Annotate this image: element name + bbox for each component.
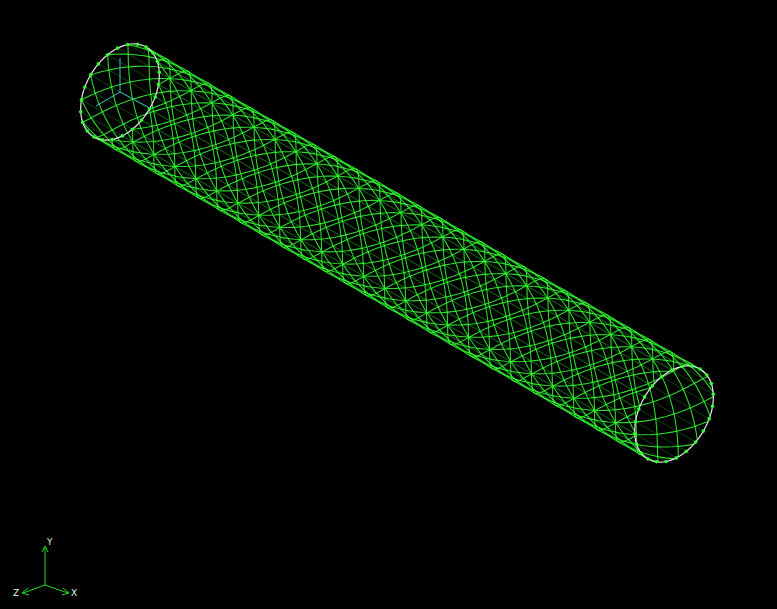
helical-wire bbox=[91, 75, 641, 452]
end-node bbox=[110, 138, 114, 142]
end-node bbox=[156, 60, 160, 64]
end-node bbox=[702, 429, 706, 433]
end-node bbox=[712, 393, 716, 397]
longitudinal-wire bbox=[91, 75, 645, 397]
axis-label: X bbox=[71, 588, 77, 598]
end-node bbox=[651, 384, 655, 388]
end-node bbox=[634, 420, 638, 424]
end-node bbox=[136, 42, 140, 46]
end-node bbox=[116, 46, 120, 50]
end-node bbox=[655, 460, 659, 464]
helical-wire bbox=[146, 47, 654, 384]
end-node bbox=[97, 62, 101, 66]
end-node bbox=[711, 405, 715, 409]
tube-ends bbox=[79, 42, 715, 463]
end-node bbox=[705, 373, 709, 377]
end-ring bbox=[81, 44, 160, 140]
helical-wire bbox=[108, 54, 706, 381]
end-node bbox=[685, 450, 689, 454]
helical-wire bbox=[82, 100, 655, 462]
end-ring bbox=[635, 366, 714, 462]
helical-wire bbox=[94, 103, 638, 430]
end-node bbox=[106, 53, 110, 57]
braided-tube bbox=[81, 44, 714, 462]
end-node bbox=[639, 451, 643, 455]
end-node bbox=[675, 456, 679, 460]
helical-wire bbox=[94, 120, 694, 447]
end-node bbox=[633, 432, 637, 436]
end-node bbox=[637, 407, 641, 411]
end-node bbox=[80, 98, 84, 102]
end-node bbox=[158, 71, 162, 75]
end-node bbox=[670, 368, 674, 372]
end-node bbox=[83, 85, 87, 89]
end-node bbox=[635, 443, 639, 447]
helical-wire bbox=[83, 122, 675, 458]
end-node bbox=[153, 95, 157, 99]
end-node bbox=[85, 129, 89, 133]
end-node bbox=[680, 365, 684, 369]
end-node bbox=[81, 121, 85, 125]
helical-wire bbox=[91, 66, 690, 393]
end-node bbox=[690, 364, 694, 368]
helical-wire bbox=[108, 55, 635, 432]
end-node bbox=[140, 118, 144, 122]
helical-wire bbox=[128, 45, 640, 407]
helical-wire bbox=[159, 71, 694, 398]
end-node bbox=[144, 45, 148, 49]
end-node bbox=[92, 135, 96, 139]
axis-triad bbox=[22, 546, 69, 595]
end-node bbox=[643, 395, 647, 399]
end-node bbox=[131, 128, 135, 132]
axis-label: Y bbox=[47, 537, 53, 547]
helical-wire bbox=[128, 45, 713, 393]
end-node bbox=[89, 73, 93, 77]
helical-wire bbox=[112, 115, 635, 442]
helical-wire bbox=[82, 79, 670, 406]
end-node bbox=[79, 110, 83, 114]
local-axes bbox=[96, 58, 150, 108]
end-node bbox=[707, 417, 711, 421]
end-node bbox=[101, 138, 105, 142]
end-node bbox=[121, 134, 125, 138]
end-node bbox=[694, 440, 698, 444]
helical-wire bbox=[157, 59, 673, 386]
helical-wire bbox=[132, 95, 713, 422]
helical-wire bbox=[159, 84, 679, 457]
end-node bbox=[710, 382, 714, 386]
end-node bbox=[126, 43, 130, 47]
end-node bbox=[698, 367, 702, 371]
end-node bbox=[660, 375, 664, 379]
axis-label: Z bbox=[13, 588, 19, 598]
end-node bbox=[151, 51, 155, 55]
helical-wire bbox=[149, 83, 708, 410]
end-node bbox=[664, 460, 668, 464]
end-node bbox=[646, 457, 650, 461]
end-node bbox=[157, 83, 161, 87]
